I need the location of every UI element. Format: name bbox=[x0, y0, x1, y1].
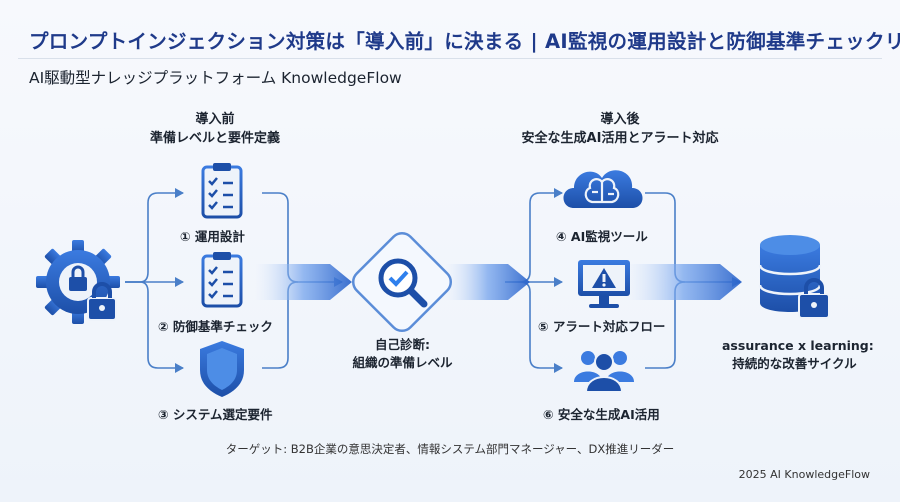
gear-lock-icon bbox=[36, 240, 120, 324]
title-divider bbox=[18, 58, 882, 59]
database-lock-icon bbox=[758, 235, 830, 319]
left-item-label-2: ② 防御基準チェック bbox=[158, 319, 273, 334]
center-label: 自己診断: 組織の準備レベル bbox=[335, 336, 470, 372]
shield-icon bbox=[200, 341, 244, 397]
center-label-line2: 組織の準備レベル bbox=[352, 355, 453, 370]
right-item-label-6: ⑥ 安全な生成AI活用 bbox=[543, 407, 660, 422]
checklist-icon bbox=[201, 163, 243, 219]
cloud-brain-icon bbox=[563, 170, 643, 208]
center-label-line1: 自己診断: bbox=[375, 337, 430, 352]
light-beams bbox=[255, 264, 742, 300]
left-branch-lines bbox=[125, 188, 184, 373]
before-title: 導入前 bbox=[195, 112, 235, 127]
left-item-label-1: ① 運用設計 bbox=[180, 229, 245, 244]
right-item-label-5: ⑤ アラート対応フロー bbox=[538, 319, 666, 334]
magnifier-check-icon bbox=[351, 231, 453, 333]
page-title: プロンプトインジェクション対策は「導入前」に決まる | AI監視の運用設計と防御… bbox=[29, 30, 900, 53]
footer-copyright: 2025 AI KnowledgeFlow bbox=[738, 468, 870, 481]
users-icon bbox=[574, 351, 634, 393]
before-header: 導入前 準備レベルと要件定義 bbox=[140, 110, 290, 148]
right-item-label-4: ④ AI監視ツール bbox=[556, 229, 648, 244]
end-label-line1: assurance x learning: bbox=[722, 338, 874, 353]
after-header: 導入後 安全な生成AI活用とアラート対応 bbox=[500, 110, 740, 148]
page-subtitle: AI駆動型ナレッジプラットフォーム KnowledgeFlow bbox=[29, 69, 402, 87]
before-subtitle: 準備レベルと要件定義 bbox=[149, 131, 280, 146]
checklist-icon bbox=[201, 252, 243, 308]
monitor-alert-icon bbox=[578, 260, 630, 308]
after-title: 導入後 bbox=[600, 112, 640, 127]
end-label: assurance x learning: 持続的な改善サイクル bbox=[722, 337, 874, 373]
end-label-line2: 持続的な改善サイクル bbox=[732, 356, 857, 371]
after-subtitle: 安全な生成AI活用とアラート対応 bbox=[521, 131, 719, 146]
left-item-label-3: ③ システム選定要件 bbox=[158, 407, 273, 422]
target-audience: ターゲット: B2B企業の意思決定者、情報システム部門マネージャー、DX推進リー… bbox=[225, 442, 675, 456]
